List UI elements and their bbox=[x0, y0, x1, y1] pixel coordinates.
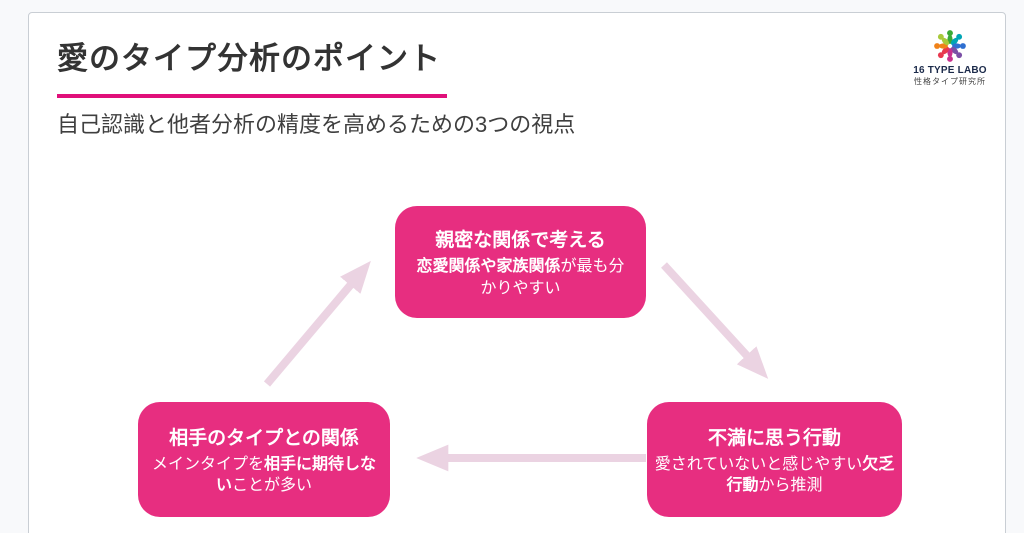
node-body: 恋愛関係や家族関係が最も分かりやすい bbox=[416, 258, 625, 297]
diagram-node-dissatisfying-behavior: 不満に思う行動 愛されていないと感じやすい欠乏行動から推測 bbox=[647, 402, 902, 517]
node-body: 愛されていないと感じやすい欠乏行動から推測 bbox=[654, 455, 895, 494]
node-title: 不満に思う行動 bbox=[707, 427, 841, 449]
node-title: 親密な関係で考える bbox=[435, 230, 606, 252]
title-underline bbox=[57, 94, 447, 98]
node-title: 相手のタイプとの関係 bbox=[169, 427, 359, 449]
logo-subname: 性格タイプ研究所 bbox=[914, 77, 986, 86]
logo: 16 TYPE LABO 性格タイプ研究所 bbox=[898, 28, 1002, 86]
diagram-node-partner-type-relation: 相手のタイプとの関係 メインタイプを相手に期待しないことが多い bbox=[138, 402, 390, 517]
page-title: 愛のタイプ分析のポイント bbox=[57, 41, 441, 76]
logo-name: 16 TYPE LABO bbox=[913, 65, 987, 76]
diagram-node-intimate-relationships: 親密な関係で考える 恋愛関係や家族関係が最も分かりやすい bbox=[395, 206, 646, 318]
page-subtitle: 自己認識と他者分析の精度を高めるための3つの視点 bbox=[57, 112, 576, 137]
node-body: メインタイプを相手に期待しないことが多い bbox=[151, 455, 377, 494]
arrow-top-to-bottomright-icon bbox=[661, 262, 769, 379]
arrow-bottomleft-to-top-icon bbox=[263, 260, 371, 387]
logo-flower-icon bbox=[934, 30, 966, 62]
